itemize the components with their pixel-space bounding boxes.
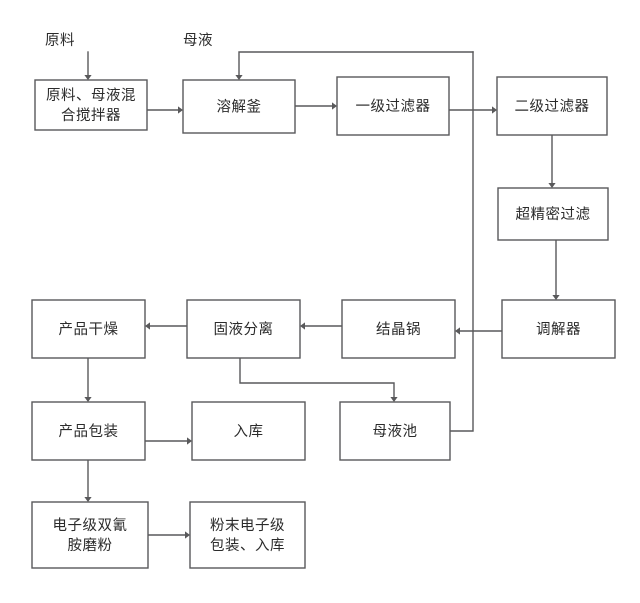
- node-box-product-packaging[interactable]: [31, 401, 146, 461]
- node-label-product-packaging: 产品包装: [59, 423, 119, 440]
- node-label-ultra-precision-filtration: 超精密过滤: [516, 206, 591, 223]
- node-box-secondary-filter[interactable]: [496, 76, 608, 136]
- node-box-ultra-precision-filtration[interactable]: [497, 187, 609, 241]
- nodes-layer: 原料、母液混合搅拌器溶解釜一级过滤器二级过滤器超精密过滤调解器结晶锅固液分离产品…: [31, 76, 616, 569]
- edge-crystallizer-to-separator: [300, 322, 343, 330]
- node-label-regulator: 调解器: [536, 321, 581, 338]
- node-label-crystallization-pot: 结晶锅: [376, 321, 421, 338]
- node-ultra-precision-filtration[interactable]: 超精密过滤: [497, 187, 609, 241]
- node-box-electronic-grade-dicyandiamide-grinding[interactable]: [31, 501, 149, 569]
- edge-primary-filter-to-secondary-filter: [448, 106, 497, 114]
- edge-packaging-to-warehousing: [144, 437, 192, 445]
- edge-dryer-to-packaging: [84, 357, 92, 402]
- node-label-powder-electronic-grade-packaging-warehousing: 粉末电子级: [210, 517, 285, 534]
- node-box-crystallization-pot[interactable]: [341, 299, 456, 359]
- node-box-powder-electronic-grade-packaging-warehousing[interactable]: [189, 501, 306, 569]
- node-regulator[interactable]: 调解器: [501, 299, 616, 359]
- node-box-product-drying[interactable]: [31, 299, 146, 359]
- edge-mother-liquor-return-to-dissolver: [235, 51, 474, 80]
- node-label-dissolving-kettle: 溶解釜: [217, 99, 262, 116]
- node-dissolving-kettle[interactable]: 溶解釜: [182, 79, 296, 134]
- node-label-primary-filter: 一级过滤器: [356, 98, 431, 115]
- node-box-regulator[interactable]: [501, 299, 616, 359]
- edge-mixer-to-dissolver: [146, 106, 183, 114]
- node-label-solid-liquid-separation: 固液分离: [214, 321, 274, 338]
- edge-secondary-filter-to-ultra-filtration: [548, 134, 556, 188]
- node-solid-liquid-separation[interactable]: 固液分离: [186, 299, 301, 359]
- label-raw-material: 原料: [45, 32, 75, 49]
- edge-mother-liquor-pool-return-riser: [449, 51, 474, 432]
- label-mother-liquor: 母液: [183, 32, 213, 49]
- node-label-raw-material-mother-liquor-mixer: 合搅拌器: [61, 107, 121, 124]
- node-box-primary-filter[interactable]: [336, 76, 450, 136]
- node-crystallization-pot[interactable]: 结晶锅: [341, 299, 456, 359]
- node-label-raw-material-mother-liquor-mixer: 原料、母液混: [46, 87, 136, 104]
- node-primary-filter[interactable]: 一级过滤器: [336, 76, 450, 136]
- node-box-raw-material-mother-liquor-mixer[interactable]: [34, 79, 148, 131]
- connectors-layer: [84, 51, 560, 539]
- edge-dissolver-to-primary-filter: [294, 102, 337, 110]
- node-box-mother-liquor-pool[interactable]: [339, 401, 451, 461]
- node-label-electronic-grade-dicyandiamide-grinding: 电子级双氰: [53, 517, 128, 534]
- edge-separator-to-mother-liquor-pool: [239, 357, 398, 402]
- node-box-warehousing[interactable]: [191, 401, 306, 461]
- node-label-mother-liquor-pool: 母液池: [373, 423, 418, 440]
- node-label-secondary-filter: 二级过滤器: [515, 98, 590, 115]
- node-label-product-drying: 产品干燥: [59, 321, 119, 338]
- node-box-dissolving-kettle[interactable]: [182, 79, 296, 134]
- node-label-electronic-grade-dicyandiamide-grinding: 胺磨粉: [68, 537, 113, 554]
- node-product-drying[interactable]: 产品干燥: [31, 299, 146, 359]
- edge-grinding-to-powder-packaging: [147, 531, 190, 539]
- edge-packaging-to-grinding: [84, 459, 92, 502]
- free-labels-layer: 原料 母液: [45, 32, 213, 49]
- node-label-warehousing: 入库: [234, 423, 264, 440]
- node-product-packaging[interactable]: 产品包装: [31, 401, 146, 461]
- edge-raw-material-to-mixer: [84, 51, 92, 80]
- node-label-powder-electronic-grade-packaging-warehousing: 包装、入库: [210, 537, 285, 554]
- node-secondary-filter[interactable]: 二级过滤器: [496, 76, 608, 136]
- edge-regulator-to-crystallizer: [455, 327, 503, 335]
- node-box-solid-liquid-separation[interactable]: [186, 299, 301, 359]
- node-warehousing[interactable]: 入库: [191, 401, 306, 461]
- edge-separator-to-dryer: [145, 322, 188, 330]
- node-mother-liquor-pool[interactable]: 母液池: [339, 401, 451, 461]
- edge-ultra-filtration-to-regulator: [552, 239, 560, 300]
